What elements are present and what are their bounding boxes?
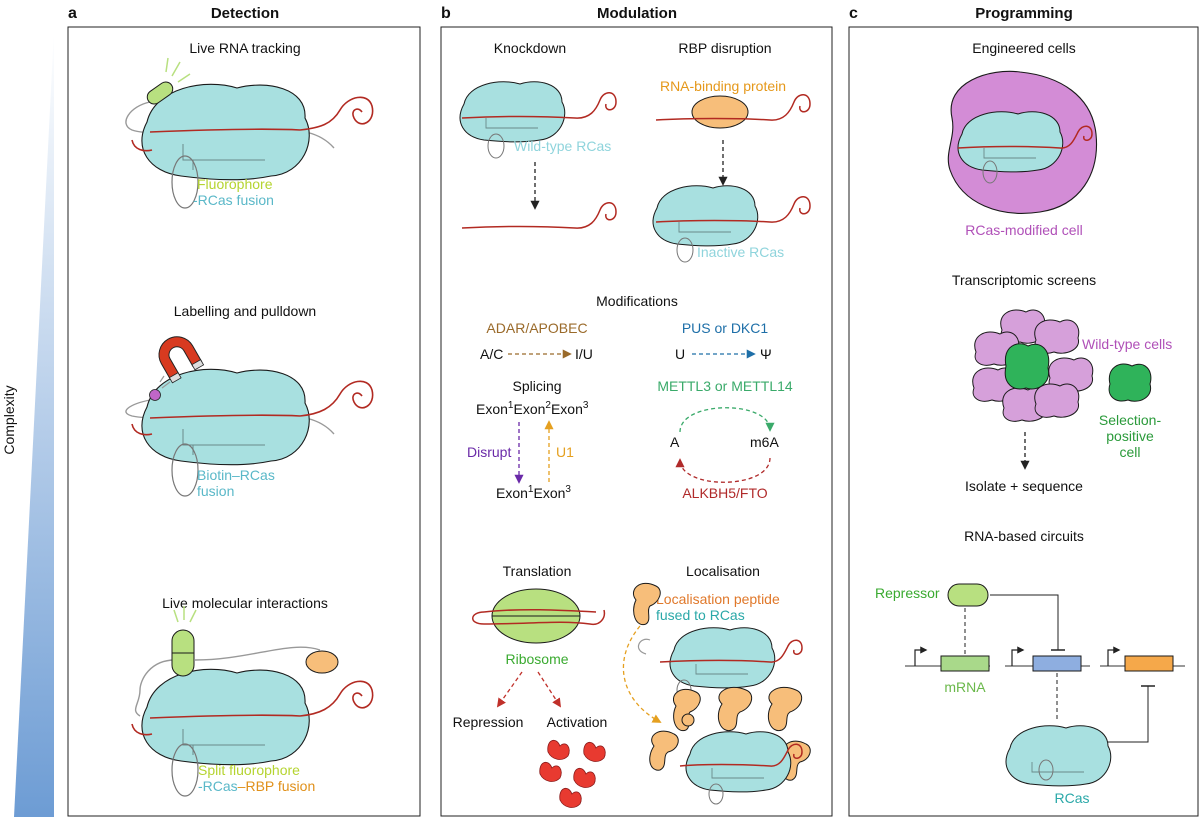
wild-type-cells-label: Wild-type cells <box>1082 336 1172 352</box>
panel-a-title: Detection <box>211 5 279 22</box>
iu-label: I/U <box>575 346 593 362</box>
mrna-gene-bar <box>940 655 990 672</box>
adar-apobec-label: ADAR/APOBEC <box>486 320 587 336</box>
translation-title: Translation <box>503 563 572 579</box>
mettl-arrow <box>679 407 775 433</box>
repression-label: Repression <box>453 714 524 730</box>
circuit-rcas-illustration <box>1005 725 1112 787</box>
disrupt-label: Disrupt <box>467 444 511 460</box>
selection-label-line3: cell <box>1119 444 1140 460</box>
panel-b-title: Modulation <box>597 5 677 22</box>
selected-cell-center <box>1004 343 1050 390</box>
rbp-disruption-illustration <box>652 94 811 263</box>
rna-circuits-title: RNA-based circuits <box>964 528 1084 544</box>
engineered-cells-title: Engineered cells <box>972 40 1076 56</box>
biotin-label-line1: Biotin–RCas <box>197 467 275 483</box>
ribosome-illustration <box>472 588 606 644</box>
panel-c-title: Programming <box>975 5 1073 22</box>
wild-type-rcas-label: Wild-type RCas <box>514 138 611 154</box>
fluorophore-label-line1: Fluorophore <box>197 176 273 192</box>
ac-label: A/C <box>480 346 503 362</box>
orange-gene-bar <box>1124 655 1174 672</box>
isolate-sequence-label: Isolate + sequence <box>965 478 1083 494</box>
panel-c-frame <box>848 26 1199 817</box>
repression-arrow <box>496 671 523 708</box>
live-rna-illustration <box>125 57 374 209</box>
labelling-pulldown-title: Labelling and pulldown <box>174 303 316 319</box>
splicing-title: Splicing <box>512 378 561 394</box>
cell-cluster <box>972 309 1094 422</box>
circuit-rcas-label: RCas <box>1054 790 1089 806</box>
fluorophore-label-line2: -RCas fusion <box>193 192 274 208</box>
psi-label: Ψ <box>760 346 772 362</box>
a-label: A <box>670 434 680 450</box>
repressor-protein <box>947 583 989 607</box>
labelling-illustration <box>125 336 374 497</box>
panel-b-frame <box>440 26 833 817</box>
activation-arrow <box>537 671 561 708</box>
biotin-bead <box>149 389 161 401</box>
rbp-disruption-title: RBP disruption <box>678 40 771 56</box>
localisation-illustration <box>622 582 811 805</box>
alkbh-label: ALKBH5/FTO <box>682 485 767 501</box>
knockdown-illustration <box>459 81 617 229</box>
ribosome-label: Ribosome <box>505 651 568 667</box>
rcas-inhibition-line <box>1100 686 1149 743</box>
rbp-fusion-part-label: –RBP fusion <box>238 778 316 794</box>
activation-label: Activation <box>547 714 608 730</box>
biotin-label-line2: fusion <box>197 483 234 499</box>
live-rna-tracking-title: Live RNA tracking <box>189 40 300 56</box>
knockdown-title: Knockdown <box>494 40 566 56</box>
alkbh-arrow <box>675 457 771 483</box>
u1-label: U1 <box>556 444 574 460</box>
rcas-part-label: -RCas <box>198 778 238 794</box>
live-molecular-illustration <box>131 606 374 797</box>
repressor-label: Repressor <box>875 585 940 601</box>
panel-b-letter: b <box>441 5 451 22</box>
modifications-title: Modifications <box>596 293 678 309</box>
complexity-axis-label: Complexity <box>1 385 17 454</box>
localisation-label-line2: fused to RCas <box>656 607 745 623</box>
split-fluorophore-label-line2: -RCas–RBP fusion <box>198 778 315 794</box>
transcriptomic-screens-title: Transcriptomic screens <box>952 272 1096 288</box>
m6a-label: m6A <box>750 434 779 450</box>
rcas-modified-cell-label: RCas-modified cell <box>965 222 1082 238</box>
u-label: U <box>675 346 685 362</box>
pus-dkc1-label: PUS or DKC1 <box>682 320 769 336</box>
mettl-label: METTL3 or METTL14 <box>657 378 793 394</box>
rbp-shape <box>305 650 339 674</box>
repressor-inhibition-line <box>990 594 1059 650</box>
live-molecular-title: Live molecular interactions <box>162 595 328 611</box>
localisation-title: Localisation <box>686 563 760 579</box>
selection-label-line1: Selection- <box>1099 412 1162 428</box>
mrna-label: mRNA <box>944 679 986 695</box>
gene2-promoter-icon <box>1011 646 1025 666</box>
inactive-rcas-label: Inactive RCas <box>697 244 784 260</box>
split-fluorophore-label: Split fluorophore <box>198 762 300 778</box>
exon-string-full: Exon1Exon2Exon3 <box>476 400 589 417</box>
magnet-icon <box>158 336 205 384</box>
selection-label-line2: positive <box>1106 428 1154 444</box>
protein-products <box>539 739 606 808</box>
exon-string-spliced: Exon1Exon3 <box>496 484 571 501</box>
gene1-promoter-icon <box>914 646 928 666</box>
gene3-promoter-icon <box>1107 646 1121 666</box>
panel-c: c Programming Engineered cells RCas-modi… <box>848 5 1199 817</box>
rbp-label: RNA-binding protein <box>660 78 786 94</box>
panel-c-letter: c <box>849 5 858 22</box>
engineered-cell-illustration <box>947 70 1098 214</box>
panel-a: a Detection Live RNA tracking Fluorophor… <box>67 5 421 817</box>
panel-a-letter: a <box>68 5 77 22</box>
localisation-arrow <box>622 625 662 723</box>
panel-b: b Modulation Knockdown Wild-type RCas RB… <box>440 5 833 817</box>
complexity-gradient-wedge <box>14 30 54 817</box>
fluorophore-shape <box>146 81 174 105</box>
selection-positive-cell-legend <box>1108 363 1152 402</box>
blue-gene-bar <box>1032 655 1082 672</box>
localisation-label-line1: Localisation peptide <box>656 591 780 607</box>
panel-a-frame <box>67 26 421 817</box>
